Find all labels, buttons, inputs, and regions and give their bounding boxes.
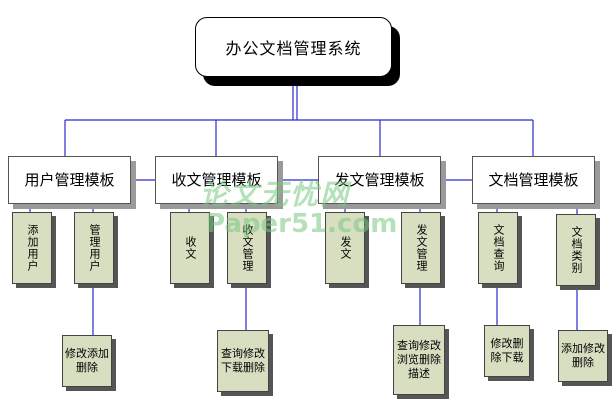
leaf-label: 管理用户 (88, 224, 101, 272)
leaf-label: 发文 (339, 236, 352, 260)
module-label: 发文管理模板 (334, 170, 425, 189)
leaf-add-user: 添加用户 (12, 212, 52, 284)
module-outgoing-docs: 发文管理模板 (318, 156, 441, 204)
leaf-outgoing: 发文 (325, 212, 365, 284)
leaf-label: 收文管理 (241, 224, 254, 272)
detail-label: 添加修改删除 (561, 342, 605, 369)
module-label: 文档管理模板 (488, 170, 579, 189)
module-document-management: 文档管理模板 (472, 156, 595, 204)
leaf-label: 发文管理 (415, 224, 428, 272)
root-node: 办公文档管理系统 (195, 17, 392, 77)
detail-incoming-management: 查询修改下载删除 (217, 330, 269, 392)
detail-outgoing-management: 查询修改浏览删除描述 (393, 325, 445, 395)
leaf-manage-users: 管理用户 (74, 212, 114, 284)
leaf-label: 文档类别 (570, 226, 583, 274)
root-node-label: 办公文档管理系统 (225, 39, 362, 58)
detail-document-category: 添加修改删除 (558, 330, 608, 382)
module-label: 收文管理模板 (171, 170, 262, 189)
module-user-management: 用户管理模板 (8, 156, 131, 204)
module-incoming-docs: 收文管理模板 (155, 156, 278, 204)
detail-label: 修改添加删除 (65, 347, 109, 374)
leaf-incoming: 收文 (170, 212, 210, 284)
detail-document-query: 修改删除下载 (484, 325, 530, 377)
leaf-label: 添加用户 (26, 224, 39, 272)
leaf-label: 文档查询 (492, 224, 505, 272)
detail-label: 查询修改浏览删除描述 (397, 339, 441, 380)
leaf-outgoing-management: 发文管理 (401, 212, 441, 284)
leaf-label: 收文 (184, 236, 197, 260)
leaf-document-query: 文档查询 (478, 212, 518, 284)
leaf-document-category: 文档类别 (556, 214, 596, 286)
module-label: 用户管理模板 (24, 170, 115, 189)
detail-label: 查询修改下载删除 (221, 347, 265, 374)
leaf-incoming-management: 收文管理 (227, 212, 267, 284)
detail-manage-users: 修改添加删除 (62, 335, 112, 387)
detail-label: 修改删除下载 (490, 337, 524, 364)
